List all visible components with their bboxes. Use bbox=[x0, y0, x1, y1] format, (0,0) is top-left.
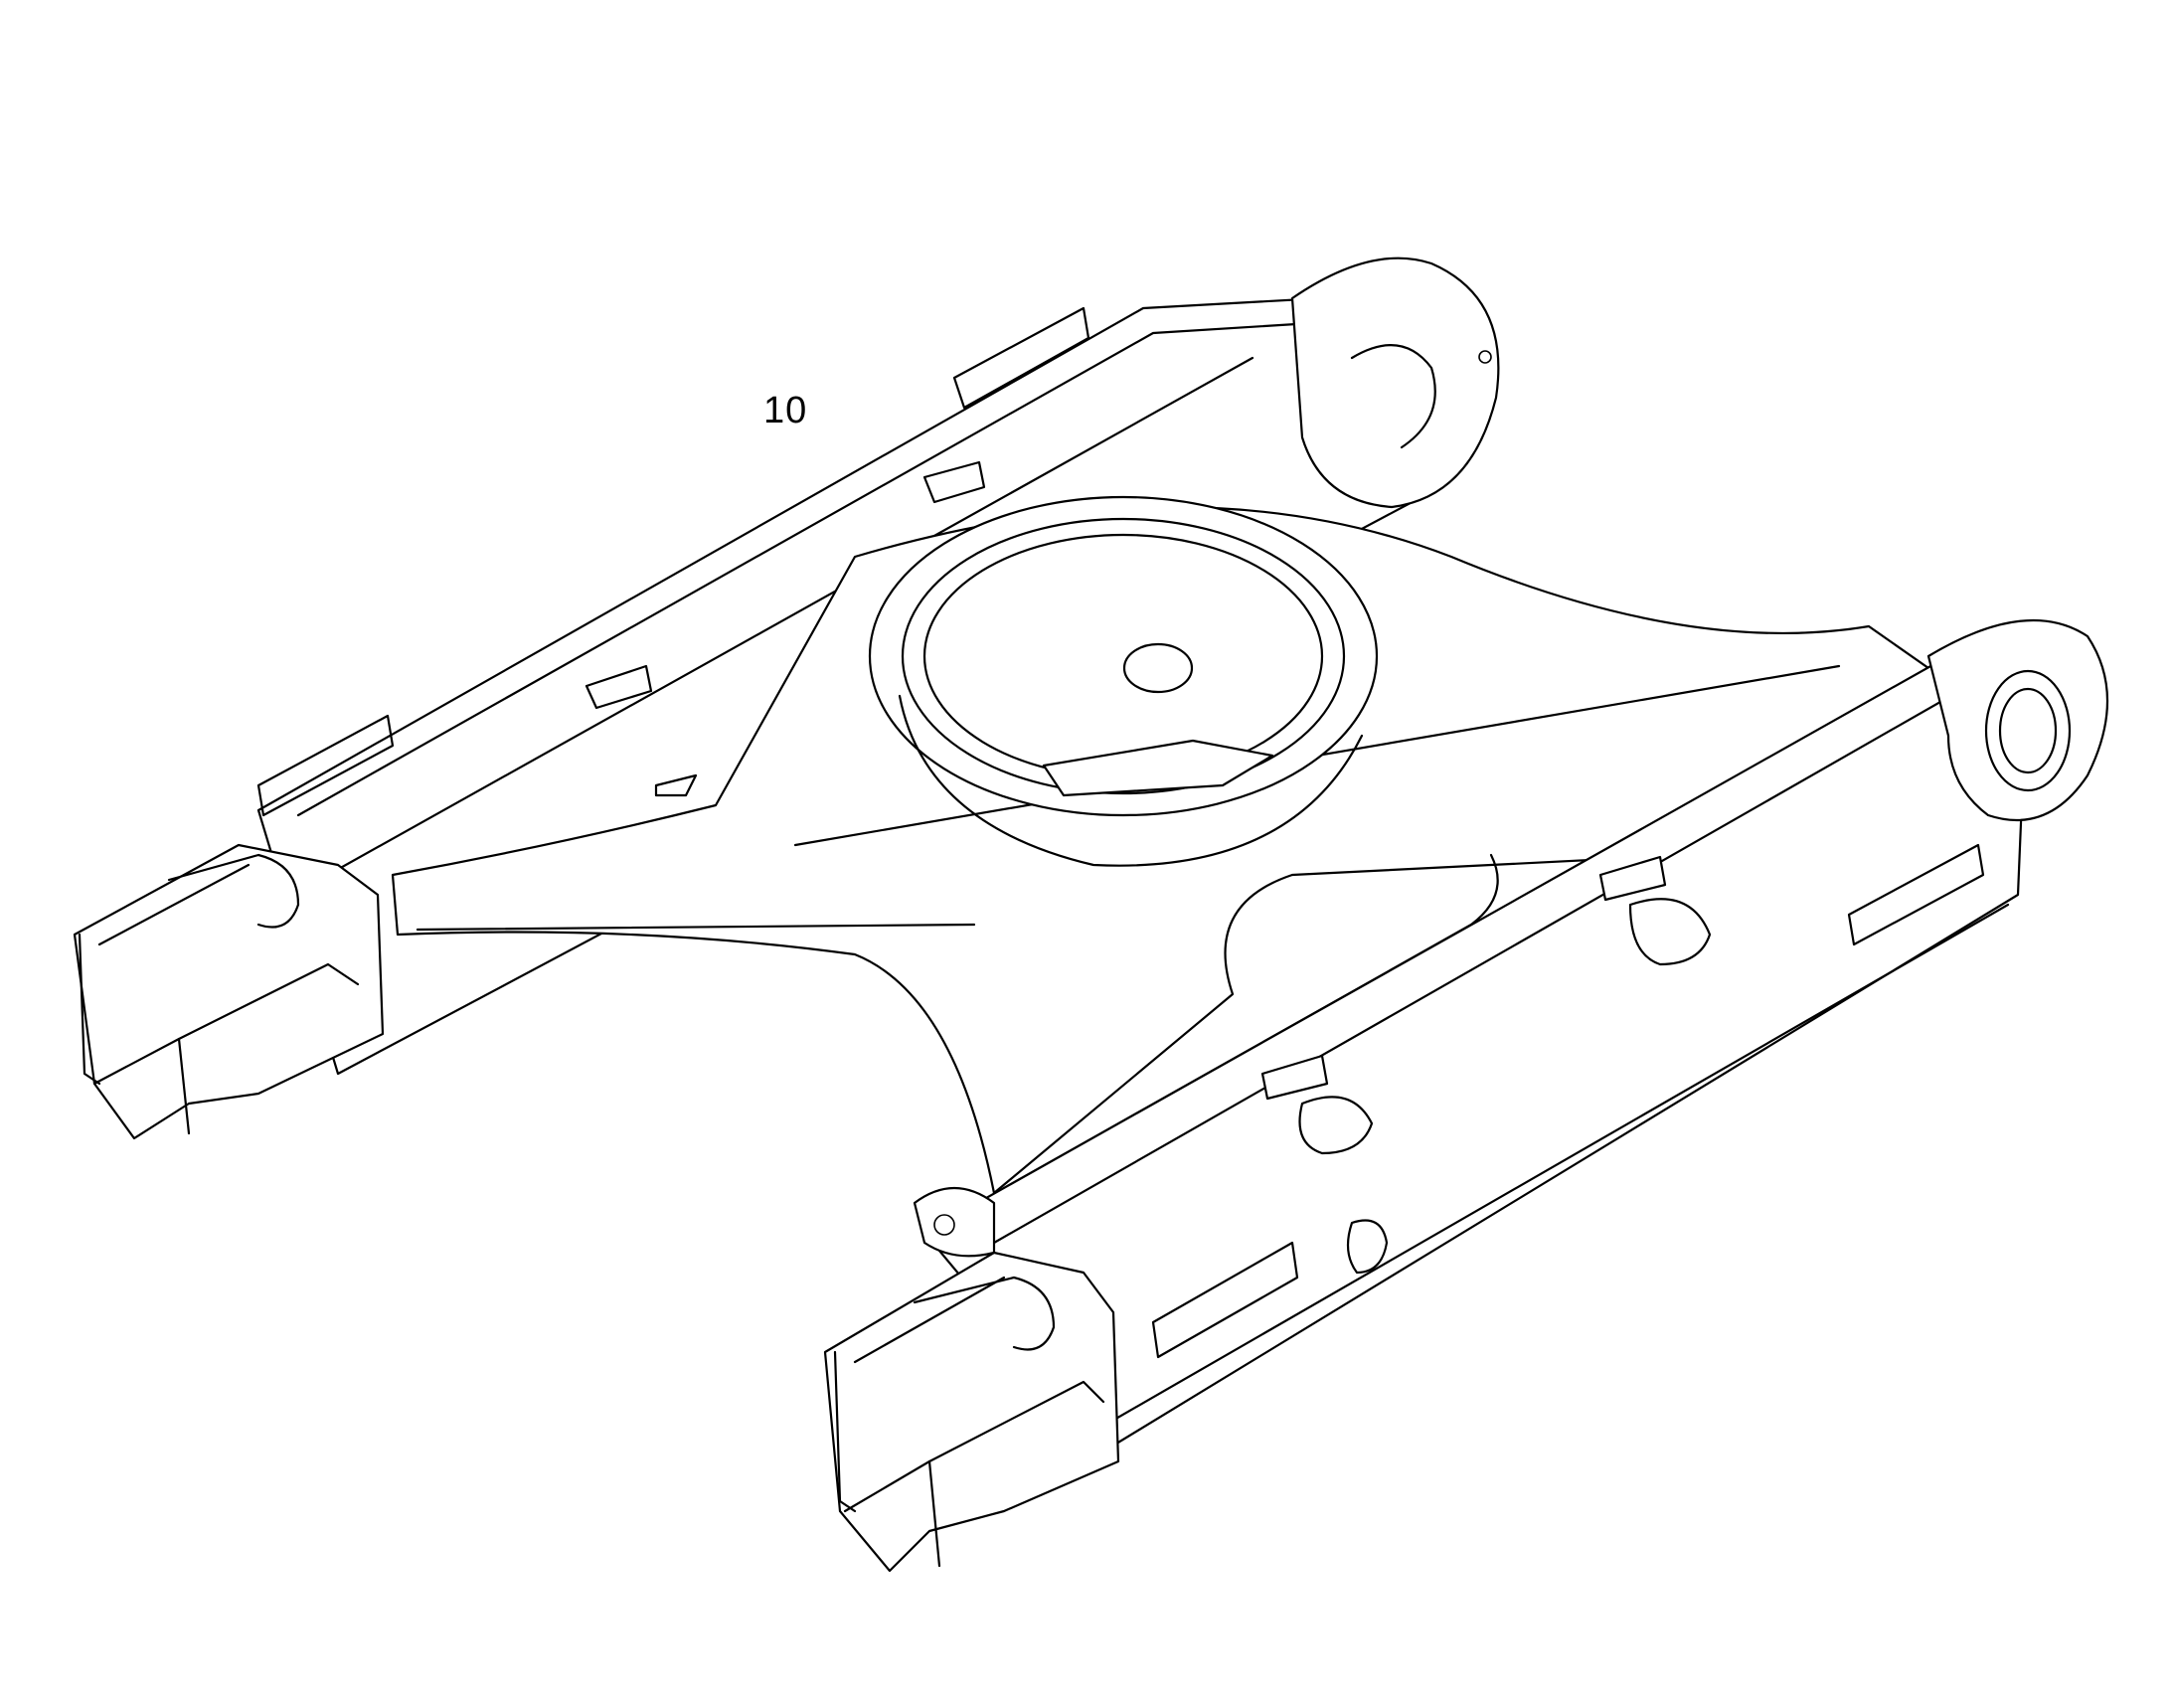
right-track-frame bbox=[823, 618, 2108, 1573]
center-carbody bbox=[391, 495, 1970, 1195]
callout-label-10: 10 bbox=[763, 390, 808, 431]
